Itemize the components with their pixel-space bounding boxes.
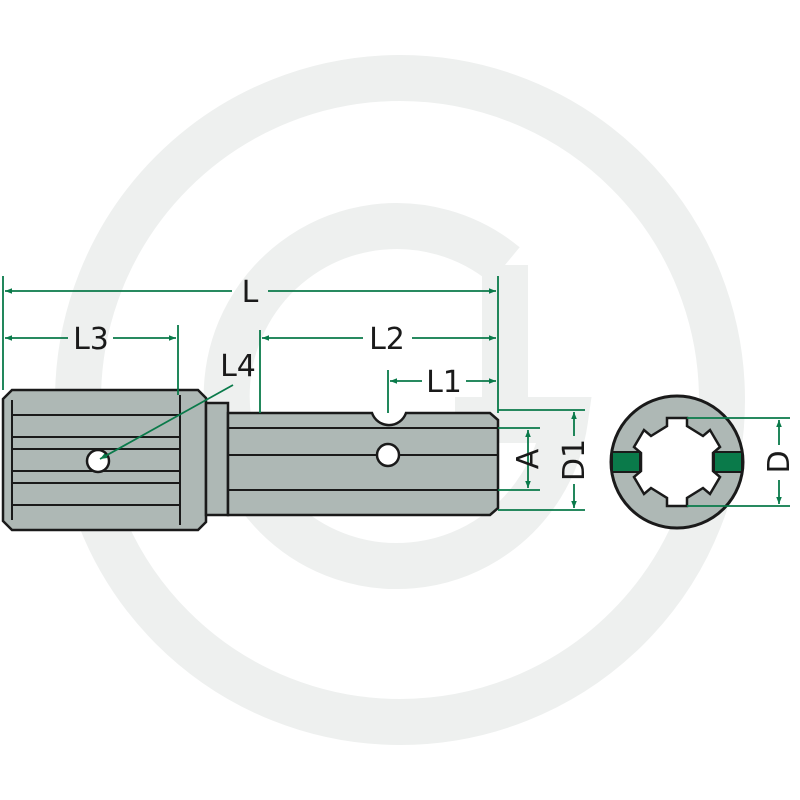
dimension-lines xyxy=(2,276,790,511)
spline-profile xyxy=(632,416,722,508)
pin-hole-hub xyxy=(85,448,111,474)
label-D1: D1 xyxy=(557,439,592,481)
pin-hole-shaft xyxy=(375,442,401,468)
collar xyxy=(204,401,230,517)
label-L: L xyxy=(242,275,259,310)
part-end-view xyxy=(609,394,745,530)
label-L4: L4 xyxy=(220,349,256,384)
part-side-view xyxy=(1,388,500,532)
label-L3: L3 xyxy=(73,322,109,357)
label-A: A xyxy=(511,448,546,469)
dimension-labels: L L3 L2 L1 L4 A D1 D xyxy=(73,275,797,481)
label-D: D xyxy=(762,450,797,473)
label-L1: L1 xyxy=(426,365,462,400)
dim-L4-leader xyxy=(99,384,234,460)
label-L2: L2 xyxy=(369,322,405,357)
